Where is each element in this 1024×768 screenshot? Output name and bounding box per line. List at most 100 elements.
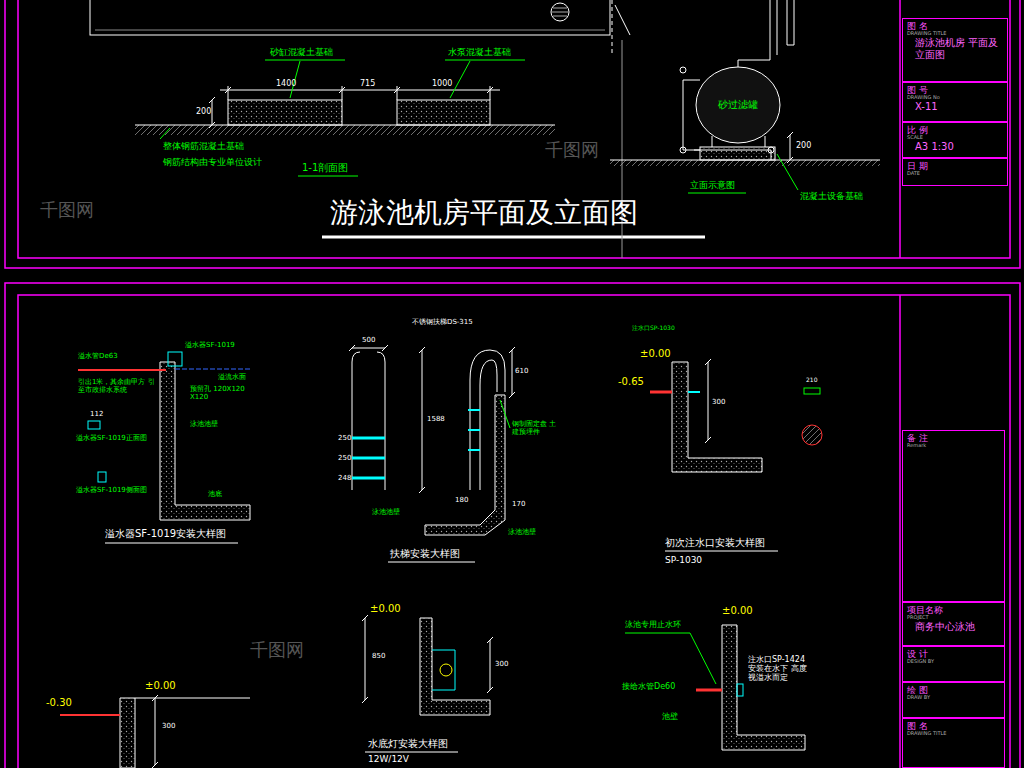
pipe [60, 714, 120, 716]
leader-line [160, 128, 170, 139]
annotation: 300 [495, 660, 508, 668]
annotation: 610 [515, 367, 528, 375]
annotation: 立面示意图 [690, 180, 735, 190]
pool-wall-section [672, 362, 762, 472]
dimension-line [349, 345, 388, 351]
water-level-line [135, 698, 250, 699]
annotation: SP-1030 [665, 555, 702, 565]
annotation: 整体钢筋混凝土基础 [163, 141, 244, 151]
annotation: ±0.00 [640, 348, 671, 360]
title-block-cell: 备 注Remark [902, 430, 1005, 602]
annotation: 钢筋结构由专业单位设计 [163, 157, 262, 167]
dimension-line [705, 359, 711, 443]
annotation: 溢流水面 [218, 373, 246, 381]
caption-underline [665, 551, 778, 552]
annotation: 112 [90, 410, 103, 418]
light-niche [432, 650, 455, 690]
annotation: 注水口SP-1424 安装在水下 高度视溢水而定 [748, 655, 810, 683]
pool-wall-section [425, 395, 505, 535]
cell-heading-english: Remark [907, 443, 1000, 449]
title-block-divider [899, 0, 901, 258]
annotation: -0.30 [46, 697, 72, 709]
cell-heading-english: DRAWING TITLE [907, 731, 1000, 737]
valve [680, 147, 686, 153]
valve [768, 147, 774, 153]
outer-frame [5, 0, 1020, 268]
title-underline [322, 236, 705, 239]
annotation: 水底灯安装大样图 [368, 738, 448, 750]
annotation: 泳池专用止水环 [625, 620, 681, 629]
annotation: 1000 [432, 79, 452, 88]
annotation: 248 [338, 474, 351, 482]
annotation: 180 [455, 496, 468, 504]
inner-frame [18, 295, 1010, 768]
annotation: 850 [372, 652, 385, 660]
title-block-cell: 比 例SCALEA3 1:30 [902, 122, 1008, 158]
title-block-divider [899, 295, 901, 768]
dimension-line [487, 637, 493, 693]
water-line [175, 369, 250, 370]
annotation: 扶梯安装大样图 [390, 548, 460, 560]
annotation: ±0.00 [370, 603, 401, 615]
inlet-detail [650, 359, 822, 551]
overflow-front-symbol [88, 421, 100, 429]
pool-edge-line [95, 30, 605, 31]
annotation: 泳池池壁 [508, 528, 536, 536]
dimension-line [362, 615, 368, 703]
annotation: ±0.00 [145, 680, 176, 692]
annotation: 初次注水口安装大样图 [665, 537, 765, 549]
leader-line [625, 633, 716, 684]
annotation: 引出1米，其余由甲方 引至市政排水系统 [78, 378, 158, 394]
annotation: 200 [196, 107, 211, 116]
annotation: 泳池池壁 [372, 508, 400, 516]
pool-wall-section [722, 625, 805, 750]
floor-hatch [610, 160, 880, 166]
ladder-rungs [352, 438, 385, 478]
leader-line [500, 400, 510, 428]
outer-frame [5, 283, 1020, 768]
annotation: 砂过滤罐 [718, 99, 758, 111]
watermark: 千图网 [40, 200, 94, 221]
overflow-detail [78, 352, 250, 543]
annotation: 715 [360, 79, 375, 88]
annotation: 接给水管De60 [622, 682, 675, 691]
overflow-pipe [78, 369, 166, 371]
section-1-1 [90, 0, 705, 237]
caption-underline [688, 193, 746, 194]
annotation: 300 [712, 398, 725, 406]
watermark: 千图网 [250, 640, 304, 661]
overflow-fitting [168, 352, 182, 366]
cell-value: X-11 [907, 101, 1003, 113]
pool-wall-section [120, 698, 135, 768]
annotation: 不锈钢扶梯DS-315 [412, 318, 473, 326]
pump-foundation [397, 100, 490, 125]
annotation: 池壁 [662, 712, 678, 721]
dimension-line [509, 347, 515, 398]
caption-underline [388, 562, 475, 563]
cell-heading: 图 名 [907, 721, 1000, 731]
inlet-fitting [688, 391, 700, 393]
sand-tank-foundation [228, 100, 342, 125]
elevation-sketch [610, 0, 880, 258]
lower-left-detail [60, 695, 250, 768]
annotation: 210 [806, 377, 817, 384]
annotation: 混凝土设备基础 [800, 191, 863, 201]
overflow-side-symbol [98, 472, 106, 482]
underwater-light-detail [362, 615, 493, 752]
ladder-front-rails [352, 352, 385, 490]
annotation: 泳池池壁 [190, 420, 218, 428]
title-block-cell: 图 名DRAWING TITLE [902, 718, 1005, 768]
annotation: 250 [338, 454, 351, 462]
supply-pipe [696, 689, 722, 692]
annotation: 300 [162, 722, 175, 730]
annotation: 预留孔 120X120X120 [190, 385, 245, 401]
annotation: 500 [362, 336, 375, 344]
leader-line [265, 60, 345, 98]
annotation: 1400 [276, 79, 296, 88]
cell-heading-english: PROJECT [907, 615, 1000, 621]
annotation: 1588 [427, 415, 445, 423]
dimension-line [787, 132, 793, 163]
title-block-cell: 设 计DESIGN BY [902, 646, 1005, 682]
pool-wall-section [420, 618, 490, 715]
valve [680, 67, 686, 73]
